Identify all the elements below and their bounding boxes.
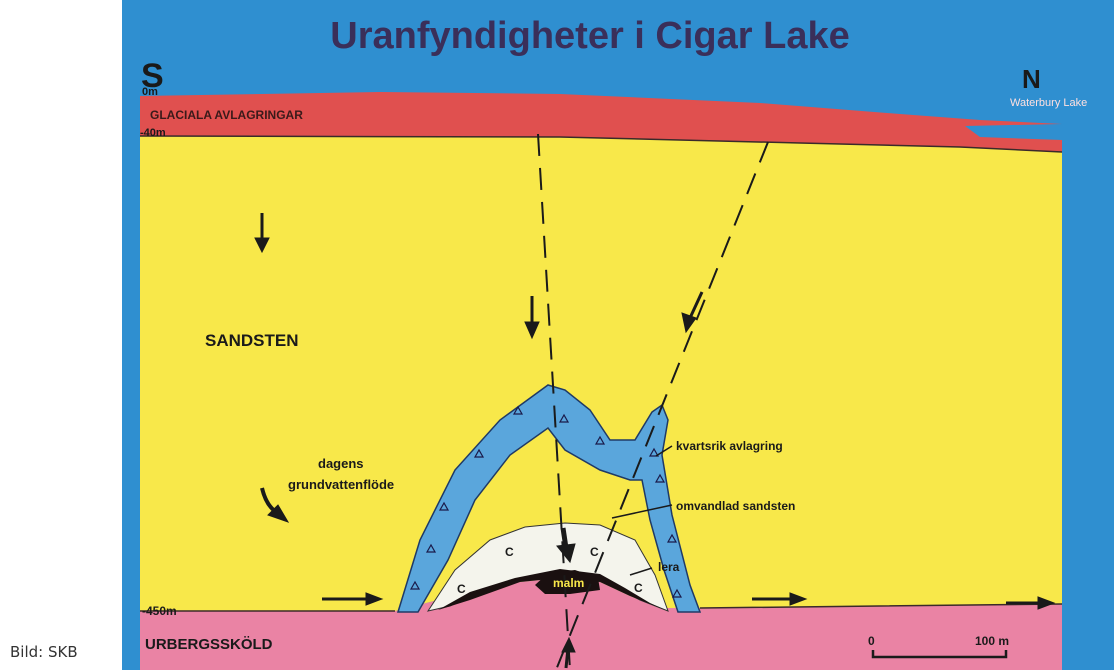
quartz-label: kvartsrik avlagring xyxy=(676,439,783,453)
depth-glacial-base: -40m xyxy=(140,127,166,139)
clay-symbol-4: C xyxy=(634,581,643,595)
depth-surface: 0m xyxy=(142,86,158,98)
scale-end: 100 m xyxy=(975,634,1009,648)
sandstone-label: SANDSTEN xyxy=(205,331,299,350)
scale-zero: 0 xyxy=(868,634,875,648)
clay-symbol-2: C xyxy=(590,545,599,559)
lake-label: Waterbury Lake xyxy=(1010,97,1087,109)
altered-sandstone-label: omvandlad sandsten xyxy=(676,499,795,513)
north-label: N xyxy=(1022,64,1041,94)
depth-deep: -450m xyxy=(142,604,177,618)
ore-label: malm xyxy=(553,576,584,590)
image-credit: Bild: SKB xyxy=(10,643,78,661)
glacial-label: GLACIALA AVLAGRINGAR xyxy=(150,108,303,122)
groundwater-label-2: grundvattenflöde xyxy=(288,477,394,492)
clay-symbol-3: C xyxy=(457,582,466,596)
clay-symbol-1: C xyxy=(505,545,514,559)
diagram-title: Uranfyndigheter i Cigar Lake xyxy=(330,15,849,57)
basement-label: URBERGSSKÖLD xyxy=(145,636,273,653)
groundwater-label-1: dagens xyxy=(318,456,364,471)
clay-label: lera xyxy=(658,560,680,574)
